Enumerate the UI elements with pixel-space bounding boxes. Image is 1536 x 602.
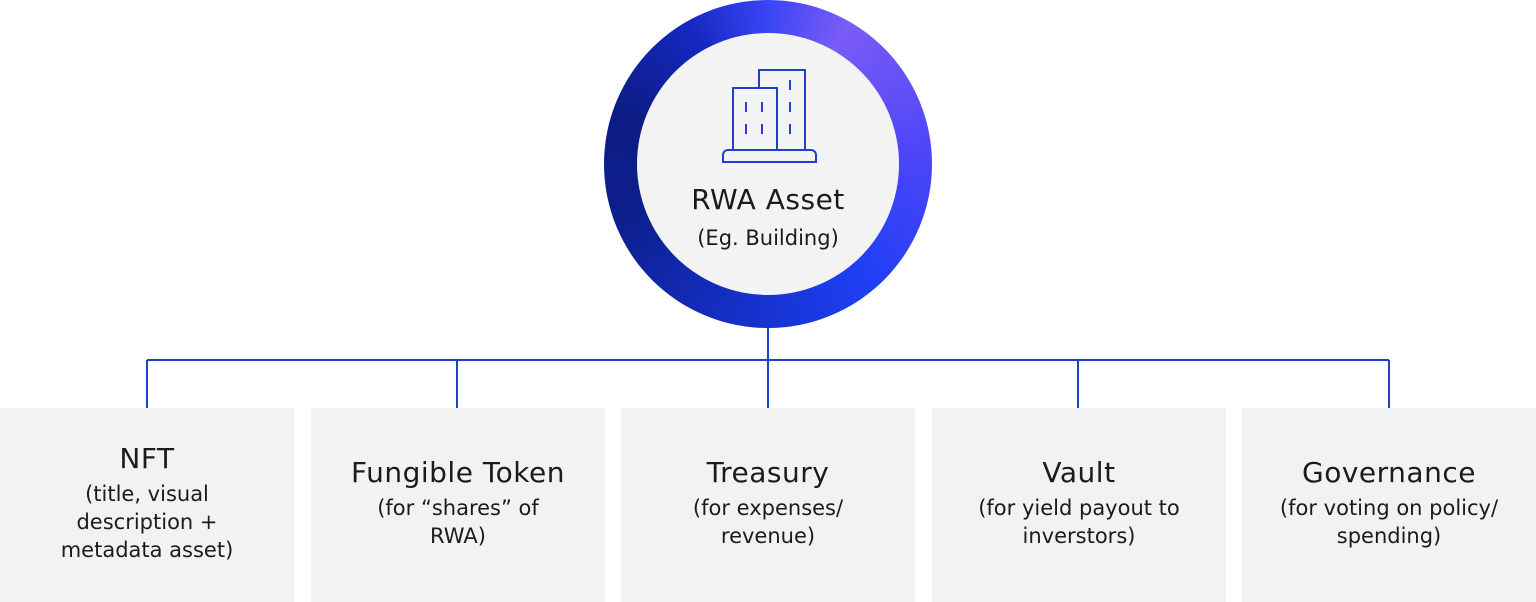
child-node-treasury: Treasury (for expenses/ revenue) (621, 408, 915, 602)
child-description: (for expenses/ revenue) (692, 496, 844, 548)
child-description: (for “shares” of RWA) (377, 496, 539, 548)
child-title: Treasury (706, 456, 830, 489)
child-node-fungible-token: Fungible Token (for “shares” of RWA) (311, 408, 605, 602)
child-node-nft: NFT (title, visual description + metadat… (0, 408, 294, 602)
child-node-governance: Governance (for voting on policy/ spendi… (1242, 408, 1536, 602)
root-node-ring: RWA Asset (Eg. Building) (604, 0, 932, 328)
building-icon (722, 69, 817, 163)
root-title: RWA Asset (691, 183, 845, 216)
child-title: Governance (1302, 456, 1476, 489)
child-description: (title, visual description + metadata as… (60, 482, 234, 562)
root-subtitle: (Eg. Building) (697, 226, 839, 250)
child-description: (for yield payout to inverstors) (978, 496, 1180, 548)
child-description: (for voting on policy/ spending) (1279, 496, 1499, 548)
child-title: NFT (119, 442, 175, 475)
root-node: RWA Asset (Eg. Building) (637, 33, 899, 295)
child-title: Fungible Token (351, 456, 565, 489)
child-title: Vault (1042, 456, 1116, 489)
child-node-vault: Vault (for yield payout to inverstors) (932, 408, 1226, 602)
